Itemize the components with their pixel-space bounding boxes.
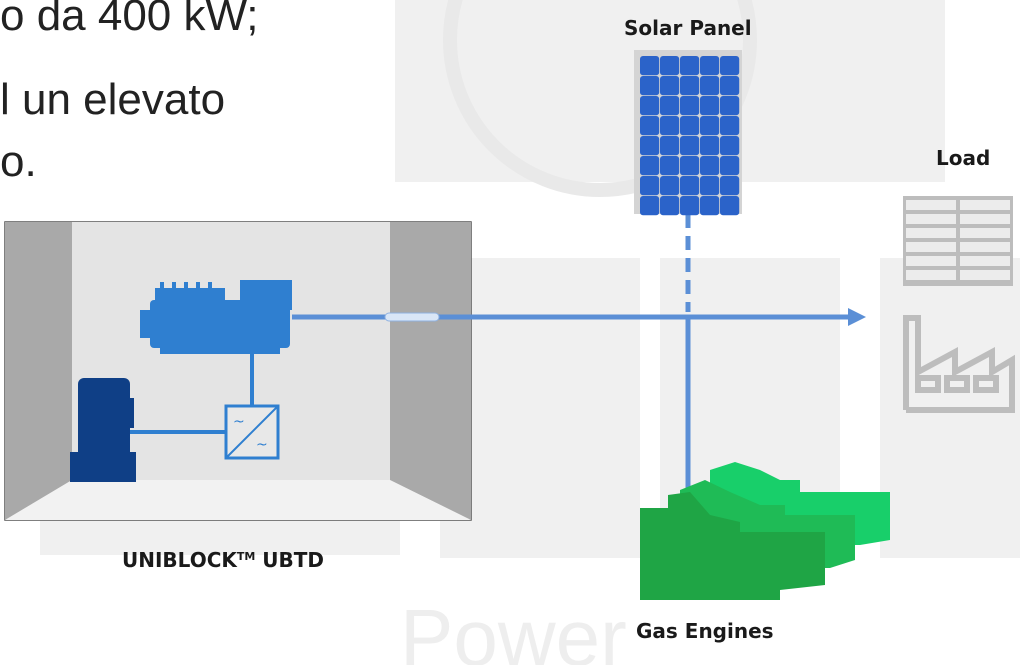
solar-cell	[680, 176, 700, 196]
uniblock-label-tm: TM	[236, 550, 256, 563]
solar-cell	[720, 196, 740, 216]
rack-unit	[906, 200, 956, 210]
solar-cell	[720, 56, 740, 76]
slide-text-line-1: o da 400 kW;	[0, 0, 259, 40]
solar-cell	[700, 136, 720, 156]
solar-cell	[680, 56, 700, 76]
solar-cell	[720, 116, 740, 136]
solar-panel-icon	[634, 50, 742, 216]
internal-wiring	[130, 352, 254, 434]
solar-cell	[680, 136, 700, 156]
solar-cell	[640, 176, 660, 196]
solar-cell	[660, 176, 680, 196]
gas-engines-icon	[640, 462, 890, 600]
rack-unit	[906, 256, 956, 266]
solar-cell	[640, 116, 660, 136]
solar-cell	[680, 76, 700, 96]
solar-cell	[720, 176, 740, 196]
solar-cell	[700, 116, 720, 136]
solar-cell	[680, 196, 700, 216]
generator-icon	[70, 378, 136, 482]
factory-icon	[903, 315, 1015, 413]
uniblock-label: UNIBLOCKTM UBTD	[122, 548, 324, 572]
rack-unit	[906, 242, 956, 252]
solar-cell	[720, 76, 740, 96]
main-bus	[292, 308, 866, 326]
rack-unit	[960, 270, 1010, 280]
solar-cell	[660, 96, 680, 116]
solar-cell	[660, 196, 680, 216]
solar-cell	[660, 136, 680, 156]
watermark-circle	[443, 0, 757, 197]
solar-cell	[680, 156, 700, 176]
solar-cell	[700, 176, 720, 196]
rack-unit	[906, 214, 956, 224]
converter-icon: ~ ~	[224, 404, 280, 460]
solar-cell	[700, 196, 720, 216]
solar-cell	[640, 196, 660, 216]
rack-unit	[960, 228, 1010, 238]
rack-unit	[960, 214, 1010, 224]
rack-unit	[960, 242, 1010, 252]
gas-engines-label: Gas Engines	[636, 619, 774, 643]
slide-text-line-3: o.	[0, 137, 37, 186]
solar-cell	[680, 96, 700, 116]
solar-cell	[720, 96, 740, 116]
solar-cell	[640, 56, 660, 76]
server-rack-icon	[903, 196, 1013, 286]
solar-cell	[660, 116, 680, 136]
solar-cell	[640, 96, 660, 116]
solar-cell	[700, 156, 720, 176]
slide-text-line-2: l un elevato	[0, 75, 226, 124]
solar-cell	[640, 76, 660, 96]
solar-cell	[640, 156, 660, 176]
svg-text:~: ~	[233, 414, 245, 430]
solar-cell	[660, 156, 680, 176]
solar-cell	[680, 116, 700, 136]
solar-cell	[720, 136, 740, 156]
uniblock-label-main: UNIBLOCK	[122, 548, 237, 572]
engine-icon	[140, 280, 292, 354]
rack-unit	[960, 256, 1010, 266]
watermark-text: Power	[400, 593, 627, 665]
solar-cell	[640, 136, 660, 156]
solar-cell	[700, 76, 720, 96]
solar-cell	[660, 76, 680, 96]
solar-cell	[700, 56, 720, 76]
rack-unit	[906, 270, 956, 280]
solar-cell	[660, 56, 680, 76]
solar-panel-label: Solar Panel	[624, 16, 752, 40]
rack-unit	[906, 228, 956, 238]
uniblock-label-suffix: UBTD	[255, 548, 325, 572]
svg-text:~: ~	[256, 437, 268, 453]
rack-unit	[960, 200, 1010, 210]
solar-cell	[720, 156, 740, 176]
load-label: Load	[936, 146, 991, 170]
solar-cell	[700, 96, 720, 116]
